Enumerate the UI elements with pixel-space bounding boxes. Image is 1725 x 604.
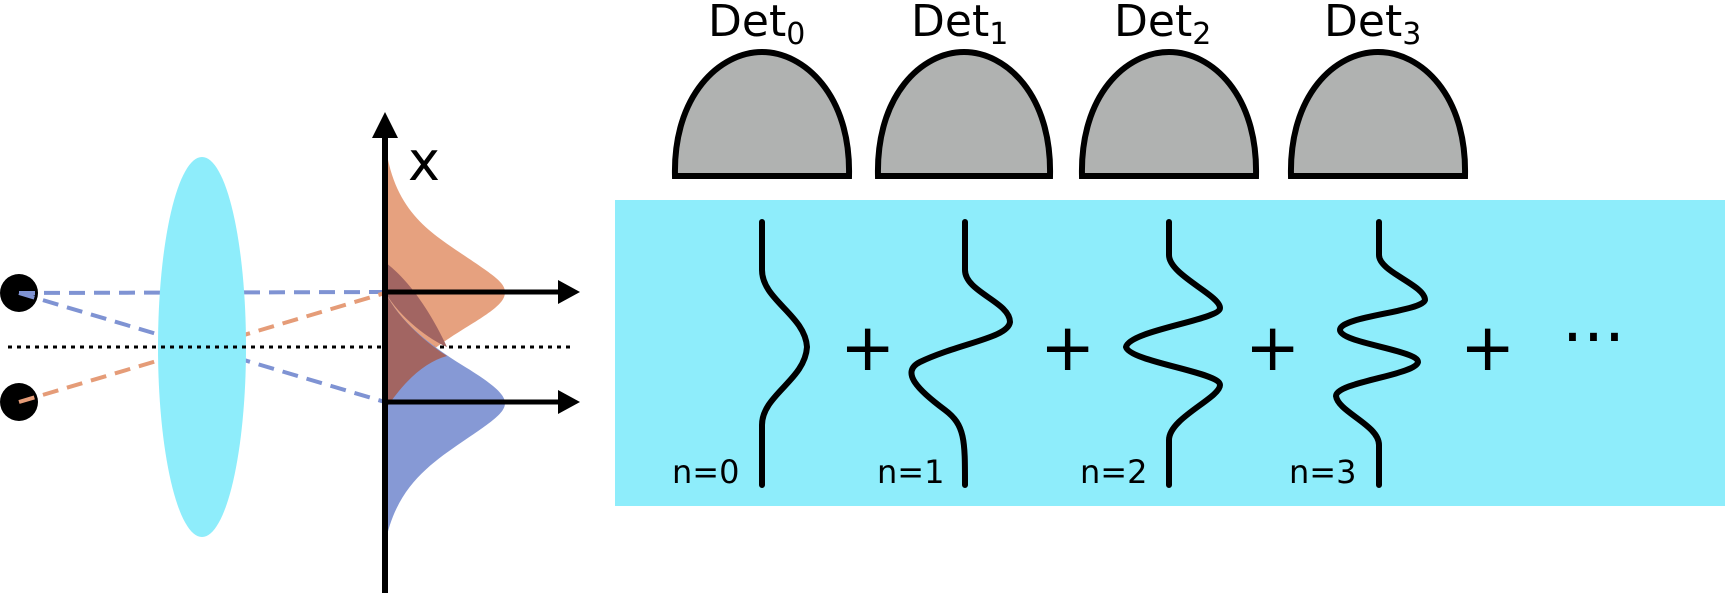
- ellipsis: ···: [1562, 299, 1625, 376]
- arrow-upper-head: [558, 280, 580, 304]
- mode-label-n0: n=0: [672, 453, 739, 491]
- plus-sign-4: +: [1460, 309, 1515, 386]
- detector-label: Det3: [1324, 0, 1421, 52]
- mode-label-n3: n=3: [1289, 453, 1356, 491]
- arrow-lower-head: [558, 390, 580, 414]
- detector-label: Det1: [911, 0, 1008, 52]
- x-axis-label: x: [408, 130, 440, 193]
- detector-dome: [874, 48, 1054, 179]
- detector-3: Det3: [1287, 0, 1469, 179]
- x-axis-arrowhead: [372, 112, 398, 138]
- plus-sign-1: +: [840, 309, 895, 386]
- detector-dome: [1078, 48, 1260, 179]
- distribution-overlap: [385, 292, 447, 410]
- detector-label: Det2: [1114, 0, 1211, 52]
- detector-0: Det0: [671, 0, 853, 179]
- detector-label: Det0: [708, 0, 805, 52]
- detector-1: Det1: [874, 0, 1054, 179]
- plus-sign-3: +: [1245, 309, 1300, 386]
- mode-label-n2: n=2: [1080, 453, 1147, 491]
- lens: [158, 157, 246, 537]
- detector-2: Det2: [1078, 0, 1260, 179]
- detector-dome: [1287, 48, 1469, 179]
- mode-wave-n2: [1123, 219, 1223, 488]
- plus-sign-2: +: [1040, 309, 1095, 386]
- mode-wave-n0: [759, 219, 810, 488]
- detector-dome: [671, 48, 853, 179]
- distribution-overlap-top: [385, 262, 447, 347]
- mode-wave-n3: [1333, 219, 1428, 488]
- mode-wave-n1: [908, 219, 1013, 488]
- mode-label-n1: n=1: [877, 453, 944, 491]
